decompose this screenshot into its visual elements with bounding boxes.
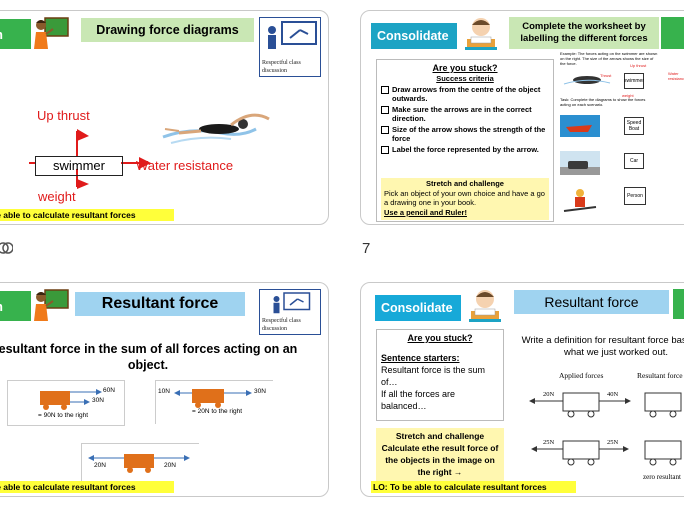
- worksheet-swimmer-image: [563, 76, 611, 85]
- worksheet-task: Task: Complete the diagrams to show the …: [560, 97, 646, 107]
- class-discussion-logo: Respectful class discussion: [259, 289, 321, 335]
- definition-text: esultant force in the sum of all forces …: [0, 342, 298, 372]
- green-marker-icon: [661, 17, 684, 49]
- success-title: Success criteria: [436, 74, 494, 83]
- force-diagram-1: 60N 30N = 90N to the right: [7, 380, 125, 426]
- swimmer-image: [162, 113, 270, 144]
- skier-image: [563, 189, 597, 212]
- row1-left-force: 20N: [543, 391, 555, 398]
- stuck-box: Are you stuck? Sentence starters: Result…: [376, 329, 504, 421]
- teacher-icon: [31, 287, 69, 323]
- worksheet-example: Example: The forces acting on the swimme…: [560, 51, 658, 66]
- slide-title: Resultant force: [514, 290, 669, 314]
- classroom-icon: [273, 292, 311, 314]
- page-number: 7: [362, 240, 371, 257]
- label-weight: weight: [38, 189, 76, 204]
- starter-item: Resultant force is the sum of…: [381, 365, 486, 387]
- section-tag: h: [0, 19, 31, 49]
- zero-resultant-label: zero resultant: [643, 473, 681, 481]
- green-marker-icon: [673, 289, 684, 319]
- slide-title: Complete the worksheet by labelling the …: [509, 17, 659, 49]
- worksheet-up-thrust: Up thrust: [630, 63, 647, 68]
- label-up-thrust: Up thrust: [37, 108, 90, 123]
- slide-title: Drawing force diagrams: [81, 18, 254, 42]
- worksheet-box-car: Car: [624, 153, 644, 169]
- checkbox-icon: [381, 86, 389, 94]
- class-discussion-logo: Respectful class discussion: [259, 17, 321, 77]
- worksheet-thrust: Thrust: [600, 73, 612, 78]
- section-tag: Consolidate: [375, 295, 461, 321]
- starter-item: If all the forces are balanced…: [381, 389, 456, 411]
- student-writing-icon: [461, 15, 501, 55]
- force-diagram-2: 10N 30N = 20N to the right: [155, 380, 273, 424]
- slide-title: Resultant force: [75, 292, 245, 316]
- force-arrows: [29, 129, 151, 189]
- stuck-title: Are you stuck?: [432, 63, 498, 73]
- learning-objective: be able to calculate resultant forces: [0, 481, 174, 493]
- slide-drawing-force-diagrams[interactable]: h Drawing force diagrams Respectful clas…: [0, 10, 329, 225]
- instruction-text: Write a definition for resultant force b…: [521, 335, 684, 358]
- criterion: Draw arrows from the centre of the objec…: [381, 85, 549, 103]
- object-box: swimmer: [35, 156, 123, 176]
- worksheet-box-speedboat: Speed Boat: [624, 117, 644, 135]
- student-writing-icon: [465, 287, 505, 327]
- stuck-title: Are you stuck?: [407, 333, 473, 343]
- section-tag: Consolidate: [371, 23, 457, 49]
- car-image: [560, 151, 600, 175]
- worksheet-image: Example: The forces acting on the swimme…: [558, 51, 684, 223]
- stuck-box: Are you stuck? Success criteria Draw arr…: [376, 59, 554, 222]
- checkbox-icon: [381, 126, 389, 134]
- criterion: Make sure the arrows are in the correct …: [381, 105, 549, 123]
- checkbox-icon: [381, 146, 389, 154]
- slide-consolidate-resultant[interactable]: Consolidate Resultant force Are you stuc…: [360, 282, 684, 497]
- slide-consolidate-worksheet[interactable]: Consolidate Complete the worksheet by la…: [360, 10, 684, 225]
- row2-left-force: 25N: [543, 439, 555, 446]
- slide-resultant-force[interactable]: h Resultant force Respectful class discu…: [0, 282, 329, 497]
- classroom-icon: [268, 21, 317, 49]
- row2-right-force: 25N: [607, 439, 619, 446]
- starters-title: Sentence starters:: [381, 353, 460, 363]
- worksheet-box-person: Person: [624, 187, 646, 205]
- speedboat-image: [560, 115, 600, 137]
- resultant-diagrams: [529, 392, 682, 466]
- worksheet-water-resistance: Water resistance: [668, 71, 684, 81]
- worksheet-box-swimmer: swimmer: [624, 73, 644, 89]
- col-applied: Applied forces: [559, 371, 604, 380]
- col-resultant: Resultant force: [637, 371, 683, 380]
- criterion: Size of the arrow shows the strength of …: [381, 125, 549, 143]
- row1-right-force: 40N: [607, 391, 619, 398]
- stretch-box: Stretch and challenge Pick an object of …: [381, 178, 549, 220]
- section-tag: h: [0, 291, 31, 321]
- learning-objective: LO: To be able to calculate resultant fo…: [371, 481, 576, 493]
- criteria-list: Draw arrows from the centre of the objec…: [377, 85, 553, 154]
- label-water-resistance: Water resistance: [136, 158, 234, 173]
- criterion: Label the force represented by the arrow…: [381, 145, 549, 154]
- worksheet-weight: weight: [622, 93, 634, 98]
- checkbox-icon: [381, 106, 389, 114]
- stretch-box: Stretch and challenge Calculate ethe res…: [376, 428, 504, 482]
- learning-objective: be able to calculate resultant forces: [0, 209, 174, 221]
- link-icon: [0, 242, 13, 254]
- force-diagram-3: 20N 20N: [81, 443, 199, 483]
- teacher-icon: [31, 15, 69, 51]
